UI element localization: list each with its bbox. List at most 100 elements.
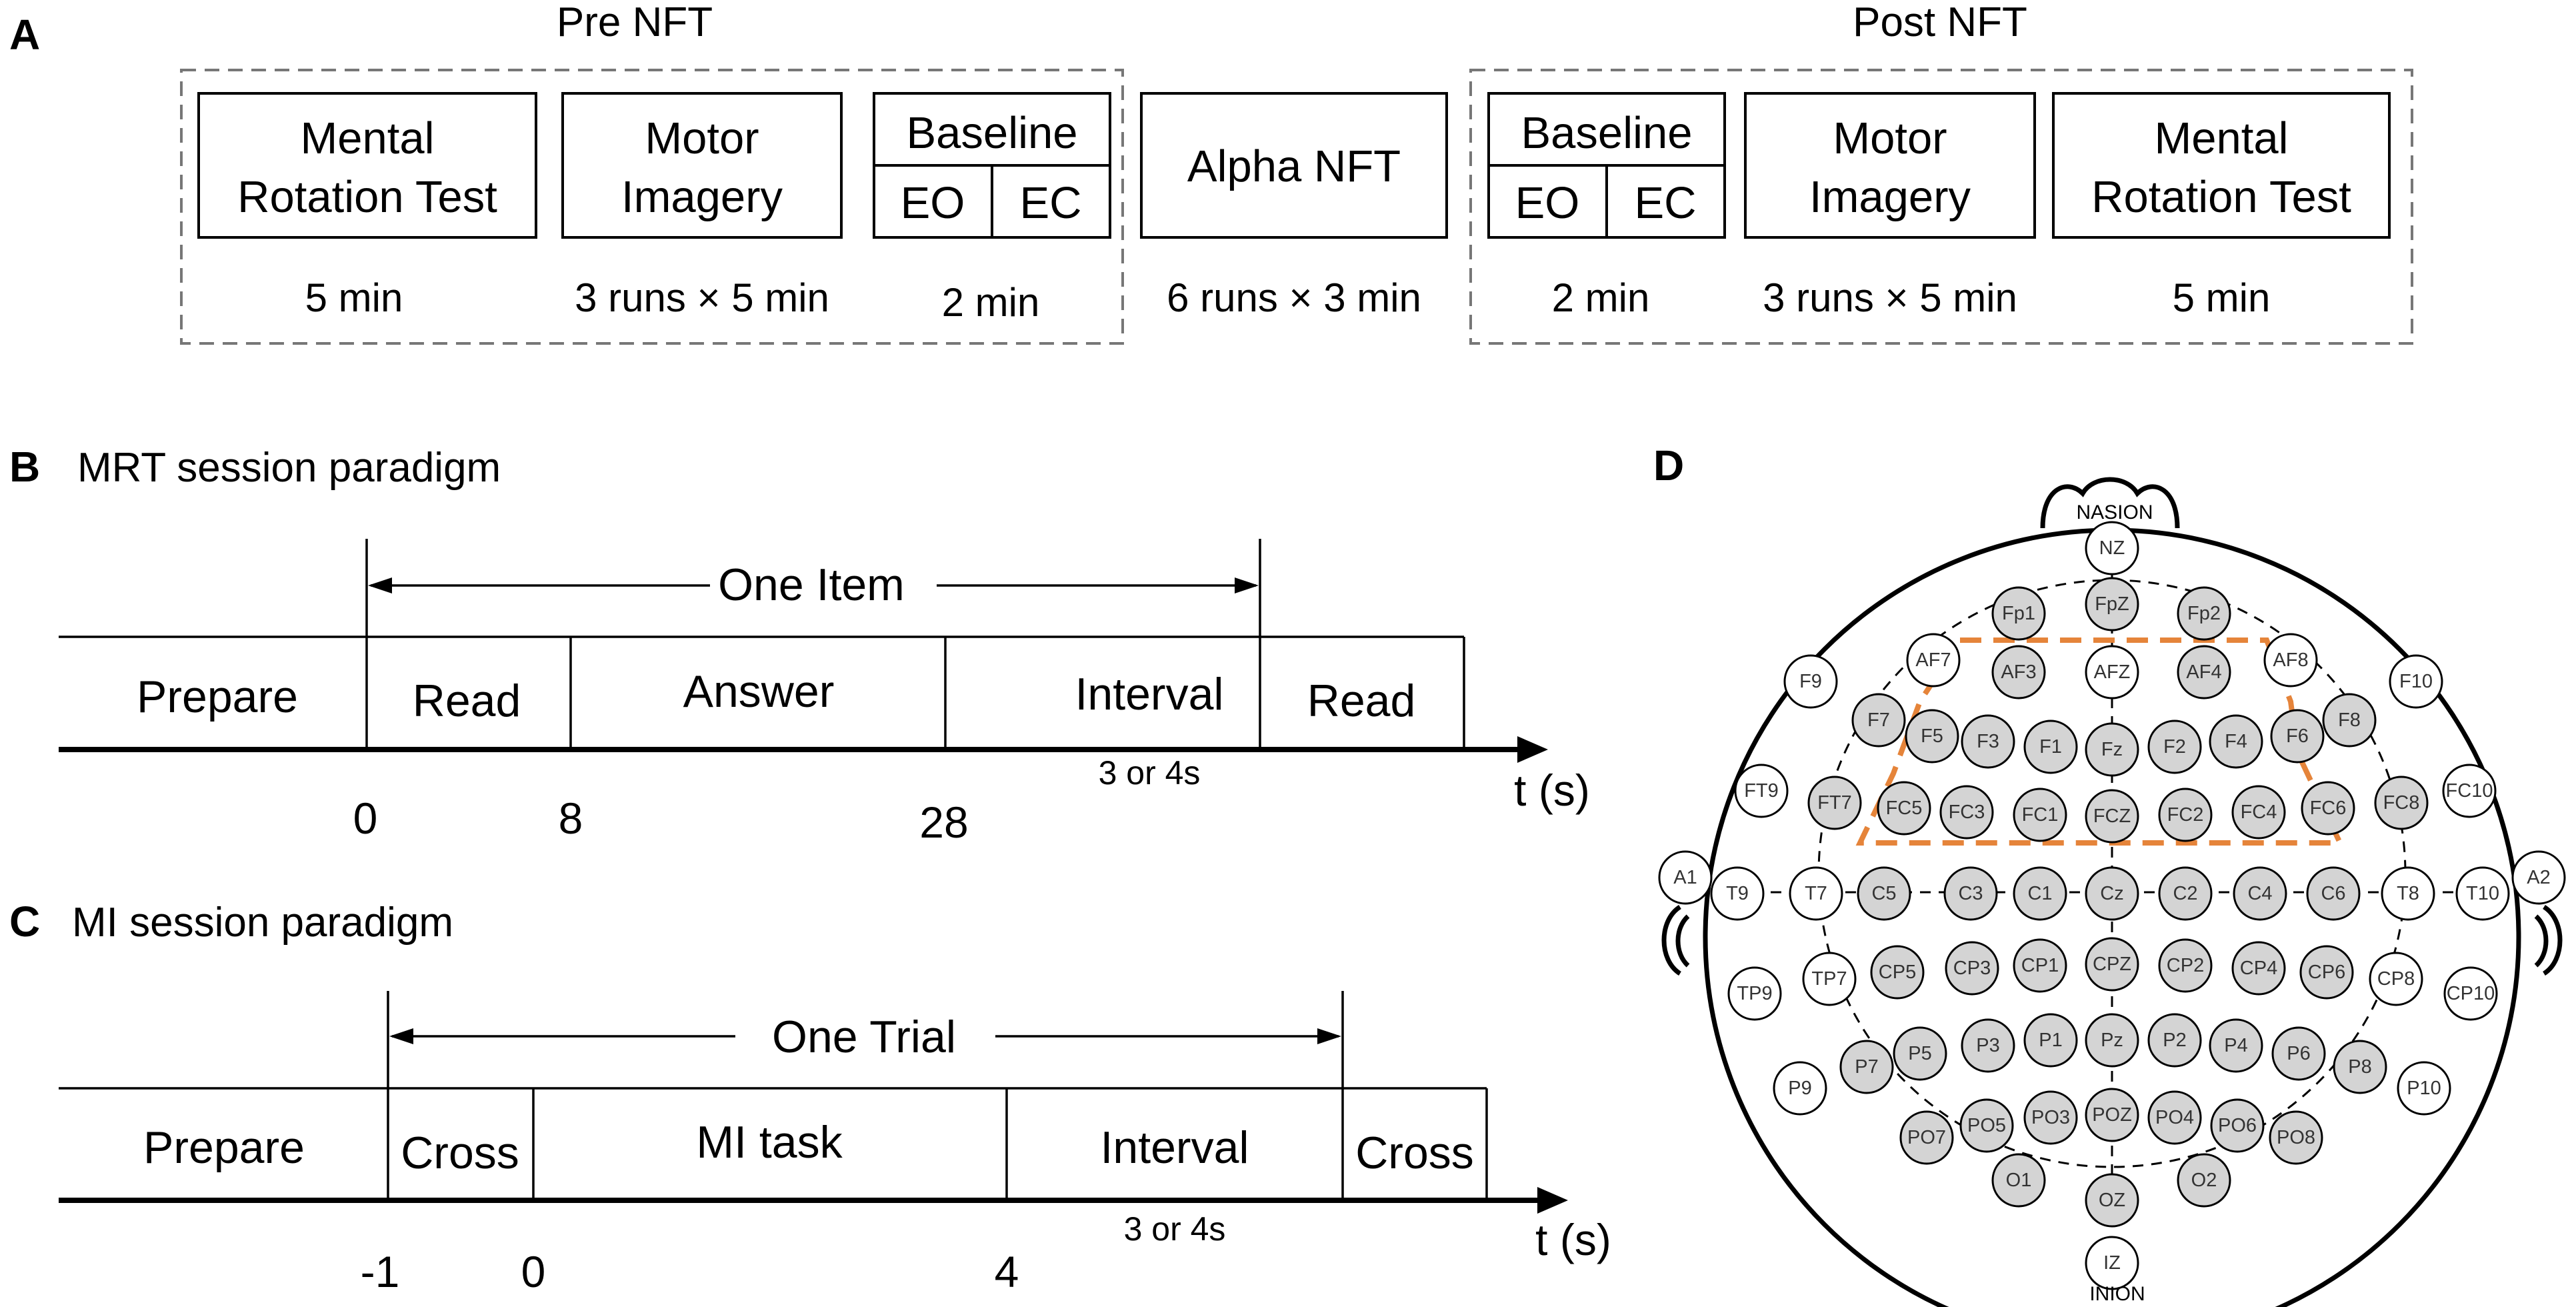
electrode-label-f3: F3 — [1977, 731, 1999, 752]
electrode-label-cp4: CP4 — [2240, 958, 2277, 979]
panel-d-label: D — [1653, 441, 1684, 489]
electrode-po6 — [2210, 1098, 2265, 1153]
electrode-fpz — [2085, 577, 2139, 631]
electrode-label-c4: C4 — [2247, 883, 2272, 904]
electrode-label-cp3: CP3 — [1953, 958, 1991, 979]
pre-mrt-line2: Rotation Test — [237, 172, 497, 222]
electrode-label-f1: F1 — [2039, 736, 2062, 758]
post-baseline-duration: 2 min — [1552, 275, 1650, 320]
electrode-c1 — [2013, 866, 2067, 921]
electrode-label-af7: AF7 — [1915, 649, 1951, 671]
electrode-label-c2: C2 — [2173, 883, 2197, 904]
b-segment-answer: Answer — [683, 666, 835, 717]
b-interval-note: 3 or 4s — [1099, 754, 1201, 792]
pre-mi-box — [561, 92, 843, 239]
panel-a: A Pre NFT Post NFT Mental Rotation Test … — [9, 0, 2413, 345]
electrode-af7 — [1906, 633, 1961, 688]
post-eo-label: EO — [1515, 178, 1580, 228]
post-ec-label: EC — [1634, 178, 1696, 228]
electrode-label-ft9: FT9 — [1744, 780, 1779, 802]
electrode-label-ft7: FT7 — [1817, 792, 1852, 814]
electrode-f9 — [1783, 654, 1838, 709]
nasion-label: NASION — [2076, 501, 2153, 523]
c-interval-note: 3 or 4s — [1124, 1210, 1226, 1248]
post-mrt-box — [2052, 92, 2391, 239]
pre-mrt-duration: 5 min — [305, 275, 403, 320]
electrode-f10 — [2389, 654, 2443, 709]
electrode-label-f6: F6 — [2286, 726, 2309, 747]
c-segment-cross: Cross — [401, 1128, 519, 1178]
electrode-label-f10: F10 — [2399, 671, 2433, 692]
post-mrt-duration: 5 min — [2173, 275, 2271, 320]
b-tick-8: 8 — [559, 794, 583, 843]
electrode-cp8 — [2369, 952, 2423, 1006]
electrode-label-cp2: CP2 — [2167, 955, 2204, 976]
electrode-fp1 — [1991, 586, 2046, 641]
electrode-po3 — [2023, 1090, 2078, 1145]
electrode-label-pz: Pz — [2101, 1030, 2123, 1051]
electrode-t9 — [1710, 866, 1765, 921]
electrode-label-po4: PO4 — [2155, 1107, 2194, 1128]
electrode-p5 — [1893, 1026, 1947, 1081]
electrode-cp3 — [1945, 941, 1999, 996]
electrode-p6 — [2271, 1026, 2326, 1081]
electrode-afz — [2085, 645, 2139, 700]
electrode-label-p8: P8 — [2348, 1056, 2371, 1078]
electrode-label-o1: O1 — [2006, 1170, 2032, 1191]
electrode-label-t7: T7 — [1805, 883, 1827, 904]
c-segment-prepare: Prepare — [143, 1122, 305, 1173]
post-mi-line2: Imagery — [1809, 172, 1971, 222]
electrode-fcz — [2085, 789, 2139, 844]
electrode-fc6 — [2301, 781, 2355, 836]
one-item-label: One Item — [718, 559, 905, 610]
right-ear — [2542, 905, 2563, 976]
pre-baseline-duration: 2 min — [942, 280, 1040, 325]
c-segment-mi-task: MI task — [696, 1117, 843, 1168]
panel-c: C MI session paradigm One Trial Prepare … — [9, 898, 1611, 1296]
electrode-p2 — [2147, 1013, 2202, 1068]
electrode-label-po8: PO8 — [2277, 1127, 2315, 1148]
electrode-f4 — [2209, 714, 2263, 769]
electrode-pz — [2085, 1013, 2139, 1068]
electrode-o1 — [1991, 1153, 2046, 1208]
electrode-t7 — [1789, 866, 1843, 921]
electrode-label-f9: F9 — [1799, 671, 1822, 692]
electrode-label-fp2: Fp2 — [2187, 603, 2221, 624]
electrode-label-fp1: Fp1 — [2002, 603, 2035, 624]
panel-b-title: MRT session paradigm — [77, 445, 501, 491]
post-baseline-label: Baseline — [1521, 108, 1692, 158]
electrode-a2 — [2511, 850, 2566, 905]
electrode-label-fc5: FC5 — [1886, 798, 1923, 819]
post-mrt-line2: Rotation Test — [2091, 172, 2351, 222]
electrode-label-cp10: CP10 — [2447, 983, 2495, 1004]
electrode-label-fc2: FC2 — [2167, 804, 2204, 826]
electrode-label-po5: PO5 — [1967, 1115, 2006, 1136]
electrode-fp2 — [2177, 586, 2231, 641]
electrode-p4 — [2209, 1018, 2263, 1073]
pre-mrt-box — [197, 92, 537, 239]
electrode-label-c3: C3 — [1958, 883, 1983, 904]
electrode-af4 — [2177, 645, 2231, 700]
electrode-label-cp6: CP6 — [2308, 962, 2345, 983]
electrode-po8 — [2269, 1110, 2323, 1165]
electrode-label-nz: NZ — [2099, 537, 2125, 559]
electrode-p3 — [1961, 1018, 2015, 1073]
post-mi-line1: Motor — [1833, 113, 1947, 163]
electrode-t10 — [2455, 866, 2510, 921]
electrode-label-po7: PO7 — [1907, 1127, 1946, 1148]
post-mrt-line1: Mental — [2154, 113, 2288, 163]
b-segment-read: Read — [413, 676, 521, 726]
electrode-label-a2: A2 — [2527, 867, 2550, 888]
post-mi-box — [1744, 92, 2036, 239]
pre-baseline-label: Baseline — [906, 108, 1077, 158]
electrode-p1 — [2023, 1013, 2078, 1068]
post-mi-duration: 3 runs × 5 min — [1763, 275, 2017, 320]
electrode-label-fc8: FC8 — [2383, 792, 2420, 814]
electrode-c2 — [2158, 866, 2213, 921]
b-tick-28: 28 — [919, 798, 968, 847]
panel-c-title: MI session paradigm — [72, 900, 453, 946]
pre-nft-title: Pre NFT — [557, 0, 713, 45]
electrode-label-fpz: FpZ — [2095, 593, 2129, 615]
